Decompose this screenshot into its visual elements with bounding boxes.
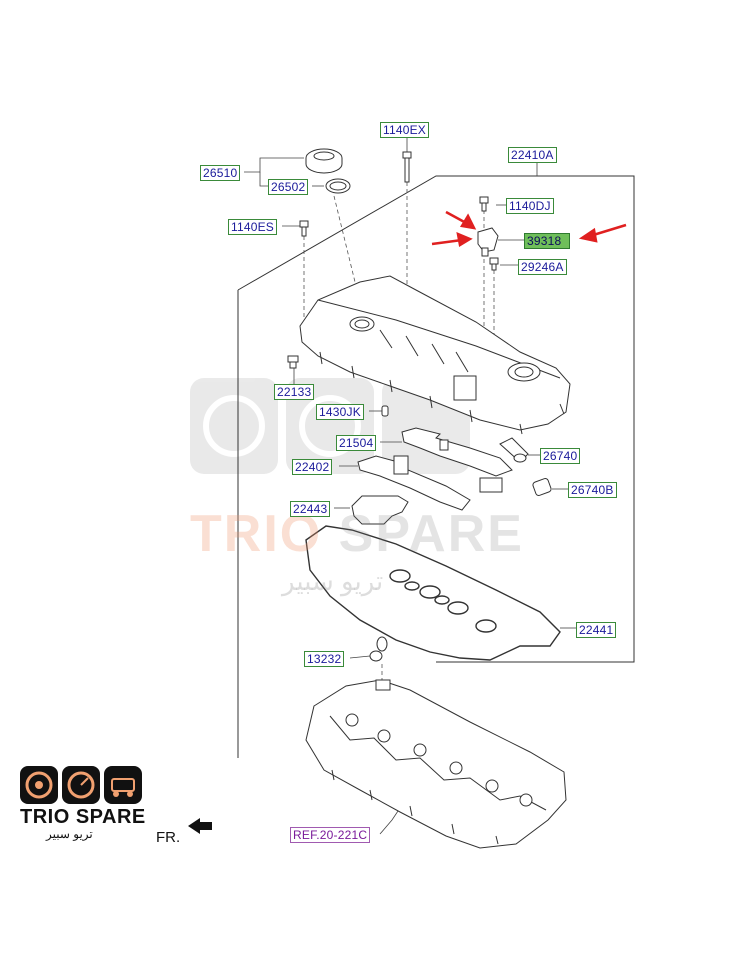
- callout-22443: 22443: [290, 501, 331, 517]
- bolt-icons: [299, 151, 499, 271]
- cover-gasket-icon: [305, 525, 561, 661]
- callout-1140dj: 1140DJ: [506, 198, 554, 214]
- callout-1140ex: 1140EX: [380, 122, 430, 138]
- breather-fitting-icon: [287, 355, 299, 369]
- spark-plug-seal-icon: [499, 437, 552, 496]
- camshaft-position-sensor-icon: [477, 227, 499, 257]
- callout-26740: 26740: [540, 448, 581, 464]
- callout-29246a: 29246A: [518, 259, 567, 275]
- callout-26510: 26510: [200, 165, 241, 181]
- callout-22402: 22402: [292, 459, 333, 475]
- cylinder-head-icon: [305, 679, 567, 849]
- watermark-arabic-text: تريو سبير: [282, 566, 384, 596]
- small-gasket-icon: [351, 495, 409, 525]
- callout-22133: 22133: [274, 384, 315, 400]
- rocker-cover-icon: [299, 275, 571, 435]
- oil-filler-cap-icon: [305, 148, 343, 174]
- callout-ref-20-221c[interactable]: REF.20-221C: [290, 827, 371, 843]
- plug-icon: [381, 405, 389, 417]
- callout-39318: 39318: [524, 233, 570, 249]
- front-direction-label: FR.: [156, 829, 181, 846]
- front-direction-arrow-icon: [188, 818, 212, 834]
- logo-arabic-text: تريو سبير: [46, 827, 93, 841]
- red-pointer-arrows: [431, 210, 627, 248]
- oil-baffle-plates-icon: [357, 427, 513, 511]
- callout-22441: 22441: [576, 622, 617, 638]
- housing-outline: [237, 175, 635, 758]
- watermark-brand-text: TRIO SPARE: [190, 505, 524, 563]
- leader-lines: [244, 136, 576, 835]
- oil-filler-gasket-icon: [325, 178, 351, 194]
- callout-1140es: 1140ES: [228, 219, 278, 235]
- callout-26502: 26502: [268, 179, 309, 195]
- callout-13232: 13232: [304, 651, 345, 667]
- callout-22410a: 22410A: [508, 147, 557, 163]
- seal-ring-icon: [369, 636, 388, 662]
- callout-21504: 21504: [336, 435, 377, 451]
- logo-badges-icon: [20, 766, 142, 804]
- callout-26740b: 26740B: [568, 482, 617, 498]
- callout-1430jk: 1430JK: [316, 404, 364, 420]
- logo-brand-text: TRIO SPARE: [20, 806, 146, 828]
